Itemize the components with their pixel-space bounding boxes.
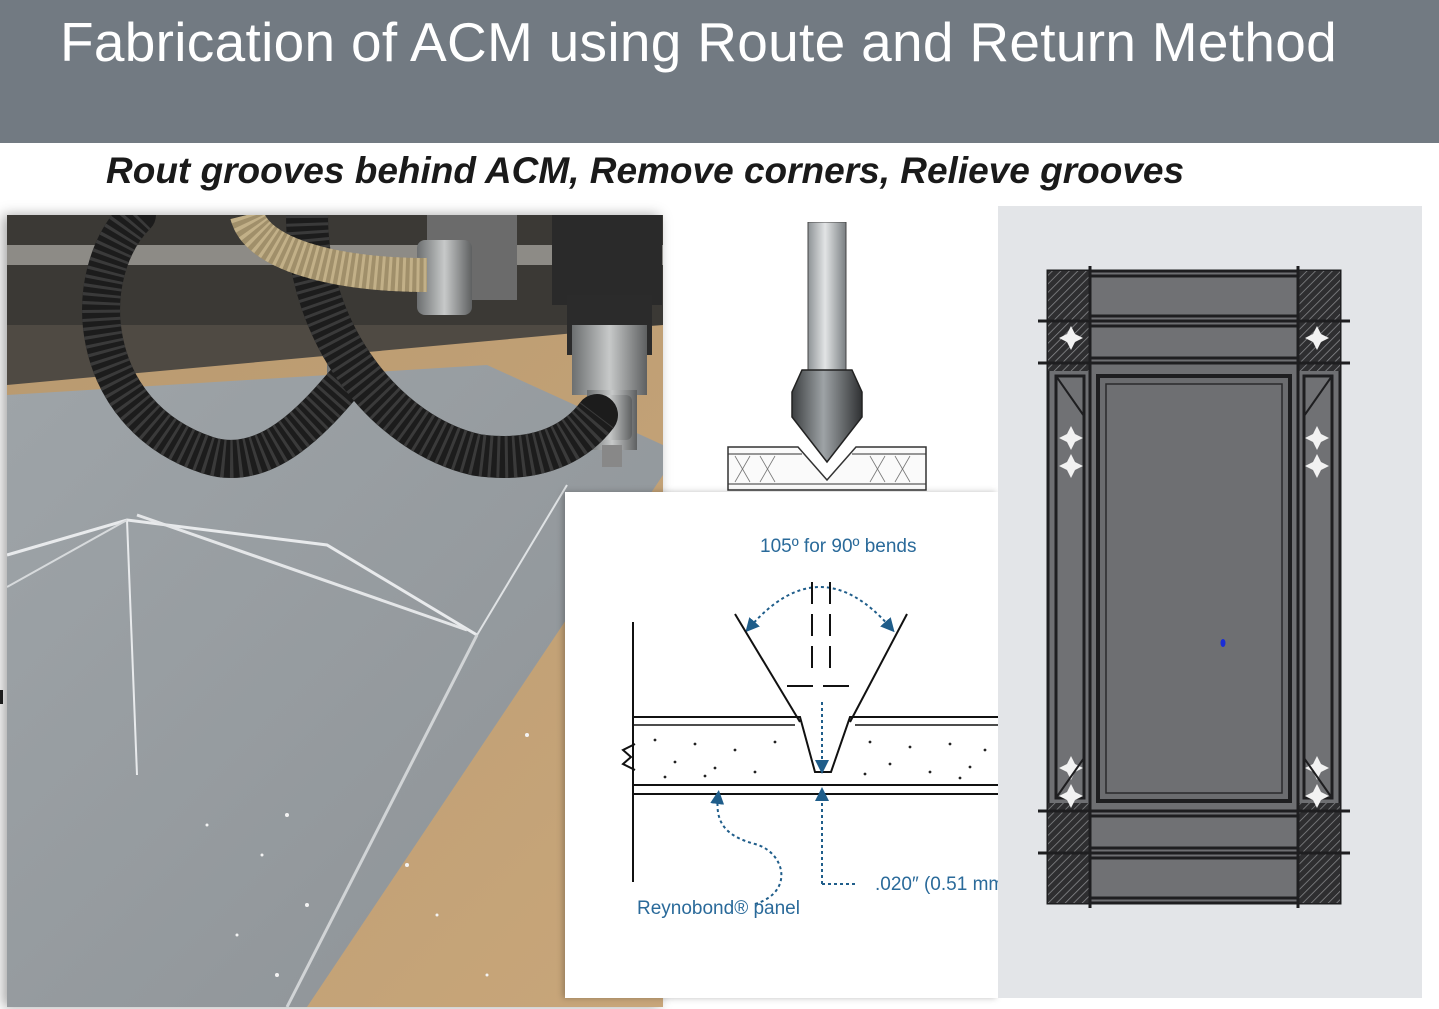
thickness-label: .020″ (0.51 mm) [875,874,998,895]
slide-subtitle: Rout grooves behind ACM, Remove corners,… [106,150,1185,191]
panel-label: Reynobond® panel [637,898,800,919]
slide-header: Fabrication of ACM using Route and Retur… [0,0,1439,143]
router-bit-diagram [720,221,935,497]
edge-marker [0,690,3,704]
panel-layout-diagram [998,206,1422,998]
bend-angle-label: 105º for 90º bends [760,536,917,557]
groove-cross-section-diagram: 105º for 90º bends .020″ (0.51 mm) [565,492,998,998]
slide-title: Fabrication of ACM using Route and Retur… [60,11,1338,73]
cnc-router-photo [7,215,663,1007]
